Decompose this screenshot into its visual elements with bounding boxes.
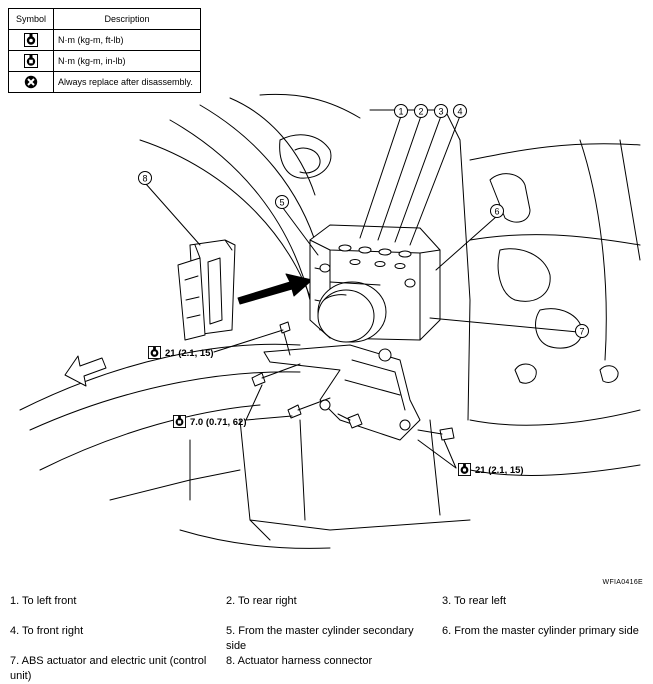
callout-3: 3 [438, 107, 443, 117]
vehicle-body-lines [19, 93, 641, 549]
callout-2: 2 [418, 107, 423, 117]
torque-wrench-icon [458, 463, 471, 476]
abs-actuator-diagram: 1 2 3 4 5 6 7 8 21 (2.1, 15) 7.0 (0.71, … [19, 93, 641, 549]
torque-label: 7.0 (0.71, 62) [173, 415, 247, 428]
torque-value: 21 (2.1, 15) [165, 348, 214, 359]
callout-7: 7 [579, 327, 584, 337]
callout-markers [138, 104, 589, 338]
symbol-description: Always replace after disassembly. [53, 71, 201, 93]
legend-item: 8. Actuator harness connector [226, 655, 373, 667]
callout-leaders [145, 115, 579, 469]
always-replace-icon [24, 75, 38, 89]
symbol-table: Symbol Description N·m (kg-m, ft-lb) N·m… [8, 8, 201, 93]
torque-value: 21 (2.1, 15) [475, 465, 524, 476]
legend-item: 3. To rear left [442, 595, 506, 607]
legend-item: 4. To front right [10, 625, 84, 637]
torque-label: 21 (2.1, 15) [148, 346, 214, 359]
torque-value: 7.0 (0.71, 62) [190, 417, 247, 428]
legend-item: 2. To rear right [226, 595, 297, 607]
symbol-row: N·m (kg-m, ft-lb) [8, 29, 201, 51]
front-direction-arrow [64, 355, 107, 387]
figure-code: WFIA0416E [602, 579, 643, 586]
abs-actuator-unit [263, 224, 441, 441]
torque-wrench-small-icon [24, 54, 38, 68]
torque-wrench-small-icon [173, 415, 186, 428]
callout-4: 4 [457, 107, 462, 117]
parts-legend: 1. To left front 2. To rear right 3. To … [10, 592, 650, 682]
callout-8: 8 [142, 174, 147, 184]
connection-direction-arrow [237, 273, 313, 305]
torque-wrench-icon [24, 33, 38, 47]
legend-item: 5. From the master cylinder secondary si… [226, 625, 414, 652]
legend-item: 7. ABS actuator and electric unit (contr… [10, 655, 207, 682]
legend-item: 6. From the master cylinder primary side [442, 625, 639, 637]
callout-6: 6 [494, 207, 499, 217]
callout-5: 5 [279, 198, 284, 208]
legend-item: 1. To left front [10, 595, 77, 607]
mounting-bolts [251, 321, 455, 441]
torque-wrench-icon [148, 346, 161, 359]
actuator-harness-connector [177, 239, 236, 341]
callout-1: 1 [398, 107, 403, 117]
torque-label: 21 (2.1, 15) [458, 463, 524, 476]
symbol-row: Always replace after disassembly. [8, 71, 201, 93]
